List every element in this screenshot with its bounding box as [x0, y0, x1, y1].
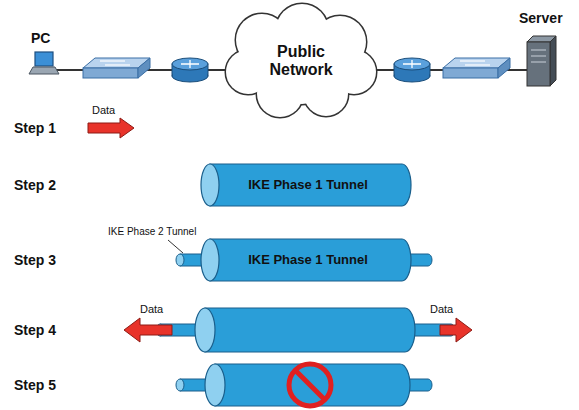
tunnel-label: IKE Phase 1 Tunnel	[248, 253, 368, 268]
router-top	[394, 58, 430, 70]
cloud-label: Public Network	[255, 43, 347, 80]
router-icon	[394, 58, 430, 82]
pc-keyboard	[29, 67, 59, 74]
switch-front	[443, 68, 498, 78]
data-label: Data	[92, 104, 115, 117]
tunnel-body	[210, 164, 411, 206]
server-icon	[527, 36, 556, 86]
server-slots	[531, 50, 546, 62]
step-label: Step 3	[14, 252, 56, 268]
router-icon	[172, 58, 208, 82]
data-arrow	[88, 118, 134, 138]
tunnel-opening	[195, 308, 215, 352]
router-mark	[403, 60, 421, 68]
sign-ring	[289, 364, 331, 406]
phase1-tunnel	[195, 308, 415, 352]
network-cloud: Public Network	[222, 2, 380, 120]
switch-mark	[100, 60, 125, 61]
data-label: Data	[140, 303, 163, 316]
sign-slash	[295, 370, 325, 400]
phase1-tunnel: IKE Phase 1 Tunnel	[200, 163, 412, 207]
pc-screen	[35, 52, 53, 66]
prohibited-sign	[289, 364, 331, 406]
data-arrow	[440, 318, 472, 342]
tube-opening	[176, 379, 184, 391]
server-front	[527, 42, 550, 86]
tunnel-label: IKE Phase 1 Tunnel	[248, 178, 368, 193]
switch-side	[138, 58, 150, 78]
tunnel-body	[215, 364, 410, 406]
step-label: Step 2	[14, 177, 56, 193]
switch-icon	[83, 58, 150, 78]
phase1-tunnel: IKE Phase 1 Tunnel	[200, 238, 412, 282]
device-name: Server	[519, 10, 563, 26]
step-label: Step 4	[14, 322, 56, 338]
step-label: Step 1	[14, 120, 56, 136]
data-arrow	[124, 318, 172, 342]
tunnel-opening	[205, 364, 225, 406]
switch-icon	[443, 58, 510, 78]
router-top	[172, 58, 208, 70]
pc-icon	[29, 52, 59, 74]
callout-label: IKE Phase 2 Tunnel	[108, 226, 196, 238]
switch-mark	[465, 64, 490, 65]
tunnel-opening	[201, 239, 219, 281]
server-side	[550, 36, 556, 86]
device-name: PC	[31, 30, 50, 46]
tunnel-opening	[201, 164, 219, 206]
switch-side	[498, 58, 510, 78]
switch-front	[83, 68, 138, 78]
leader-line	[168, 240, 183, 253]
tunnel-body	[210, 239, 411, 281]
tube-opening	[176, 254, 184, 266]
switch-mark	[460, 60, 485, 61]
phase1-tunnel	[205, 364, 410, 406]
switch-mark	[105, 64, 130, 65]
data-label: Data	[430, 303, 453, 316]
tunnel-body	[205, 308, 415, 352]
step-label: Step 5	[14, 377, 56, 393]
router-mark	[181, 60, 199, 68]
